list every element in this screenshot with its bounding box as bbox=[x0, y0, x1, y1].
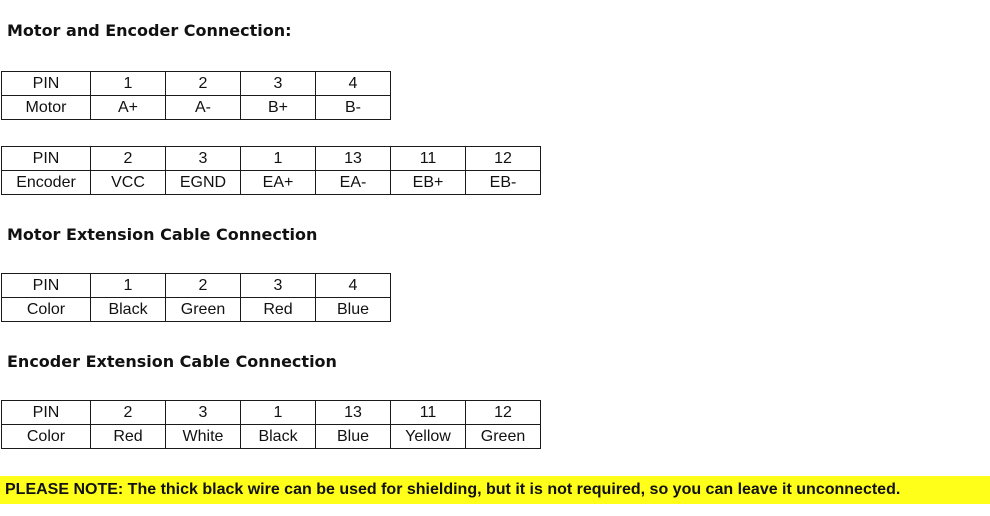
table-cell: 2 bbox=[90, 400, 166, 425]
table-cell: Blue bbox=[315, 297, 391, 322]
table-cell: Green bbox=[465, 424, 541, 449]
table-cell: VCC bbox=[90, 170, 166, 195]
table-cell: 4 bbox=[315, 273, 391, 298]
table-cell: B+ bbox=[240, 95, 316, 120]
table-cell: White bbox=[165, 424, 241, 449]
table-cell: Yellow bbox=[390, 424, 466, 449]
table-cell: 12 bbox=[465, 400, 541, 425]
table-cell: 3 bbox=[240, 71, 316, 96]
row-label-cell: Color bbox=[1, 424, 91, 449]
table-cell: 2 bbox=[165, 273, 241, 298]
row-label-cell: Encoder bbox=[1, 170, 91, 195]
table-cell: 3 bbox=[240, 273, 316, 298]
table-cell: 11 bbox=[390, 146, 466, 171]
table-cell: 1 bbox=[240, 400, 316, 425]
row-label-cell: Color bbox=[1, 297, 91, 322]
table-cell: EA- bbox=[315, 170, 391, 195]
row-label-cell: PIN bbox=[1, 146, 91, 171]
table-cell: 1 bbox=[90, 273, 166, 298]
row-label-cell: PIN bbox=[1, 71, 91, 96]
row-label-cell: Motor bbox=[1, 95, 91, 120]
table-cell: 2 bbox=[90, 146, 166, 171]
table-cell: 1 bbox=[240, 146, 316, 171]
motor-extension-cable-heading: Motor Extension Cable Connection bbox=[7, 225, 318, 244]
table-cell: EB- bbox=[465, 170, 541, 195]
shielding-note: PLEASE NOTE: The thick black wire can be… bbox=[0, 476, 990, 504]
table-cell: EGND bbox=[165, 170, 241, 195]
table-cell: A- bbox=[165, 95, 241, 120]
table-cell: 4 bbox=[315, 71, 391, 96]
table-cell: Red bbox=[240, 297, 316, 322]
table-cell: EA+ bbox=[240, 170, 316, 195]
table-cell: 12 bbox=[465, 146, 541, 171]
row-label-cell: PIN bbox=[1, 400, 91, 425]
table-cell: EB+ bbox=[390, 170, 466, 195]
table-cell: 3 bbox=[165, 146, 241, 171]
table-cell: Red bbox=[90, 424, 166, 449]
table-cell: A+ bbox=[90, 95, 166, 120]
table-cell: 13 bbox=[315, 146, 391, 171]
table-cell: 11 bbox=[390, 400, 466, 425]
table-cell: B- bbox=[315, 95, 391, 120]
table-cell: 3 bbox=[165, 400, 241, 425]
table-cell: 2 bbox=[165, 71, 241, 96]
encoder-extension-cable-heading: Encoder Extension Cable Connection bbox=[7, 352, 337, 371]
table-cell: Green bbox=[165, 297, 241, 322]
table-cell: 13 bbox=[315, 400, 391, 425]
row-label-cell: PIN bbox=[1, 273, 91, 298]
table-cell: Blue bbox=[315, 424, 391, 449]
motor-encoder-connection-heading: Motor and Encoder Connection: bbox=[7, 21, 292, 40]
table-cell: Black bbox=[90, 297, 166, 322]
table-cell: Black bbox=[240, 424, 316, 449]
table-cell: 1 bbox=[90, 71, 166, 96]
